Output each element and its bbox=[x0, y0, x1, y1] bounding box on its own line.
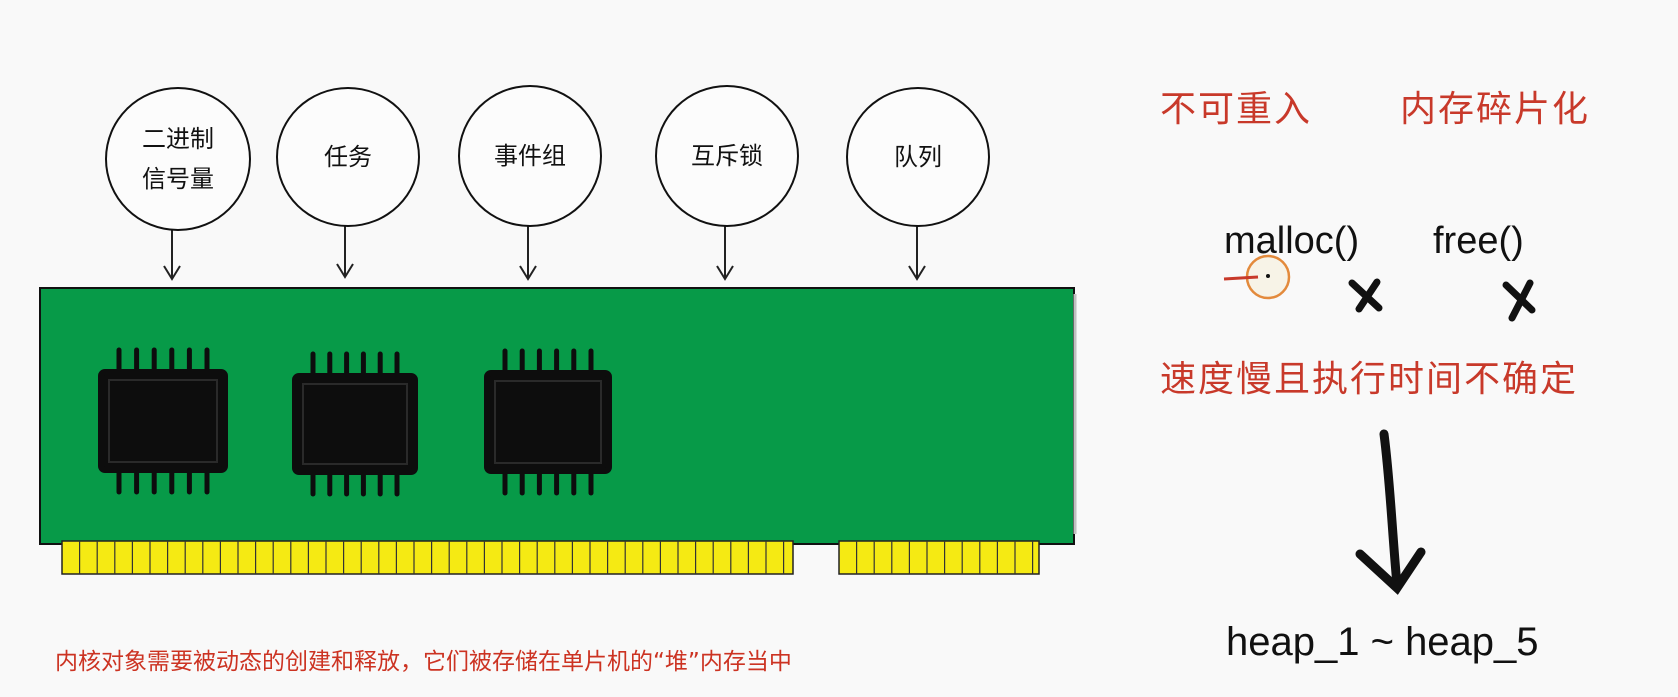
bubble-label: 互斥锁 bbox=[691, 142, 763, 170]
down-arrow bbox=[1355, 429, 1426, 595]
bubble-queue: 队列 bbox=[846, 87, 990, 227]
bubble-binary-semaphore: 二进制 信号量 bbox=[105, 87, 251, 231]
memory-chip bbox=[292, 351, 418, 497]
memory-chip bbox=[98, 347, 228, 495]
bubble-mutex: 互斥锁 bbox=[655, 85, 799, 227]
bubble-label: 信号量 bbox=[142, 165, 214, 193]
bubble-label: 队列 bbox=[894, 143, 942, 171]
cursor-indicator bbox=[1223, 254, 1291, 300]
label-heap-schemes: heap_1 ~ heap_5 bbox=[1226, 620, 1539, 664]
bubble-event-group: 事件组 bbox=[458, 85, 602, 227]
note-slow-nondeterministic: 速度慢且执行时间不确定 bbox=[1160, 359, 1579, 400]
cross-mark-free bbox=[1502, 279, 1536, 322]
connector-pins-right bbox=[838, 540, 1040, 575]
bubble-arrows bbox=[163, 223, 926, 281]
caption-text: 内核对象需要被动态的创建和释放，它们被存储在单片机的“堆”内存当中 bbox=[55, 649, 792, 675]
memory-chip bbox=[484, 348, 612, 496]
bubble-label: 事件组 bbox=[494, 142, 566, 170]
cross-mark-malloc bbox=[1348, 278, 1383, 313]
bubble-task: 任务 bbox=[276, 87, 420, 227]
bubble-label: 任务 bbox=[324, 143, 372, 171]
connector-pins-left bbox=[61, 540, 794, 575]
note-fragmentation: 内存碎片化 bbox=[1400, 89, 1591, 130]
label-free: free() bbox=[1433, 220, 1524, 262]
label-malloc: malloc() bbox=[1224, 220, 1360, 262]
note-non-reentrant: 不可重入 bbox=[1160, 89, 1313, 130]
bubble-label: 二进制 bbox=[142, 125, 214, 153]
